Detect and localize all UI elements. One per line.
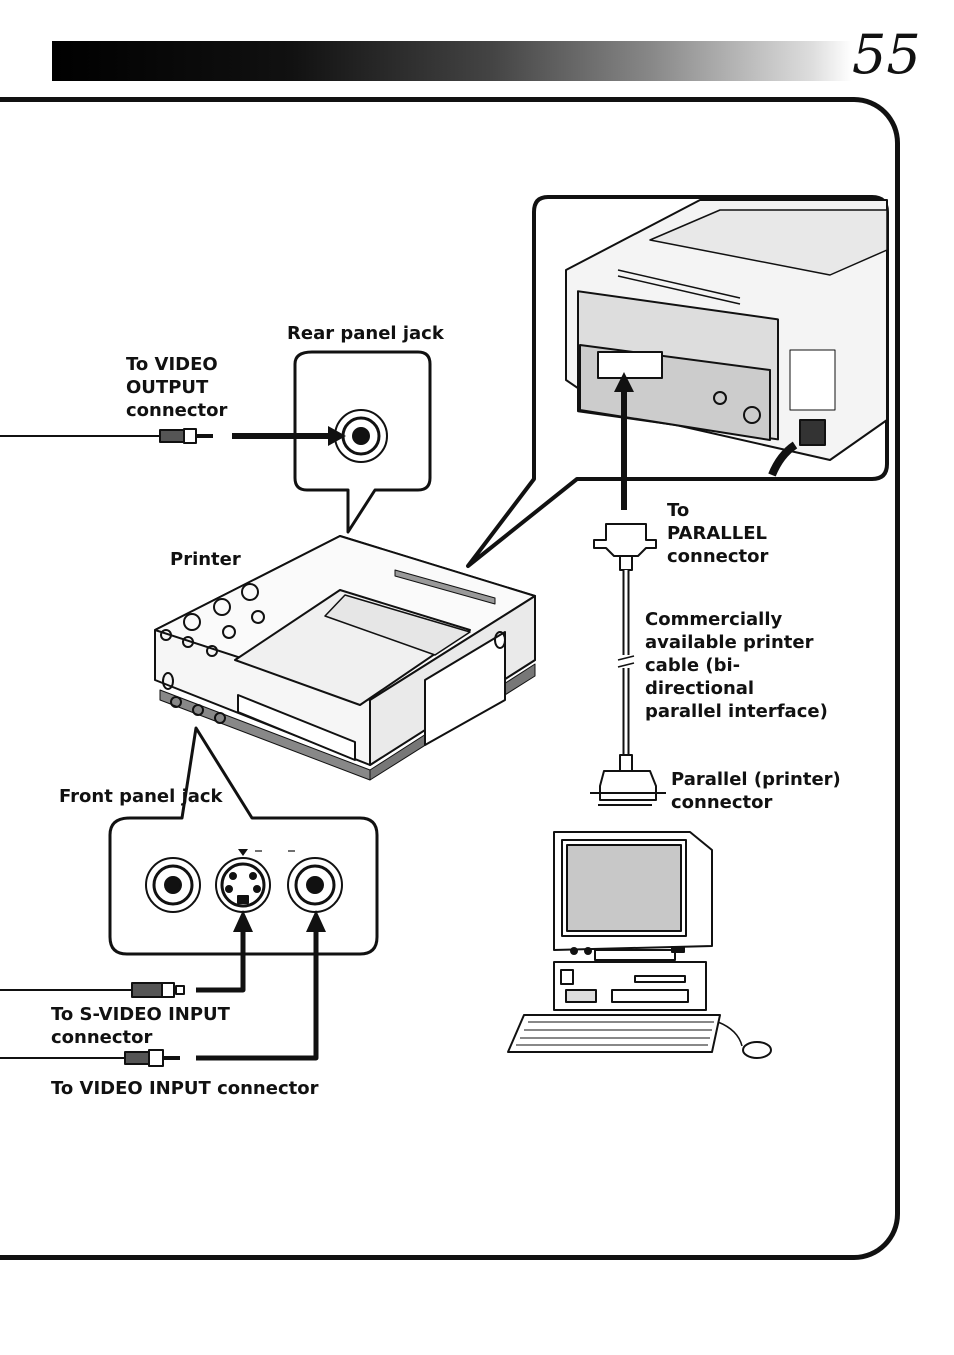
label-to-video-input: To VIDEO INPUT connector — [51, 1078, 319, 1099]
rear-panel-jack-callout — [293, 350, 432, 534]
content-frame — [0, 97, 900, 1260]
label-parallel-printer-connector: Parallel (printer) connector — [671, 769, 841, 813]
label-to-s-video-input: To S-VIDEO INPUT connector — [51, 1004, 230, 1048]
header-gradient-bar — [52, 41, 852, 81]
label-front-panel-jack: Front panel jack — [59, 786, 223, 807]
video-output-cable — [0, 426, 346, 446]
printer-body — [154, 535, 536, 781]
label-printer: Printer — [170, 549, 241, 570]
page-number: 55 — [852, 23, 921, 86]
video-input-cable — [0, 910, 326, 1067]
parallel-cable — [590, 523, 666, 806]
printer-rear-inset — [466, 195, 889, 568]
front-panel-jack-callout — [108, 726, 379, 956]
label-to-parallel: To PARALLEL connector — [667, 500, 769, 567]
label-to-video-output: To VIDEO OUTPUT connector — [126, 354, 228, 421]
computer — [507, 831, 772, 1059]
s-video-cable — [0, 910, 253, 998]
label-commercial-cable: Commercially available printer cable (bi… — [645, 609, 828, 722]
label-rear-panel-jack: Rear panel jack — [287, 323, 444, 344]
